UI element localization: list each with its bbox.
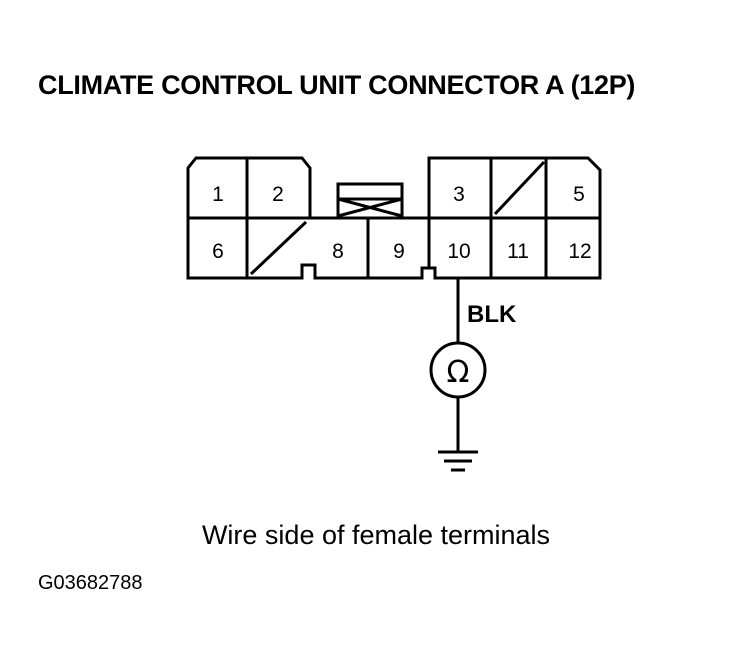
pin-6-label: 6 (212, 240, 224, 263)
pin-11-label: 11 (507, 240, 529, 263)
unused-terminal-7-slash (249, 220, 308, 276)
wire-color-label: BLK (467, 301, 517, 328)
connector-lock-tab (336, 182, 404, 220)
figure-id: G03682788 (38, 572, 143, 594)
pin-1-label: 1 (212, 183, 224, 206)
pin-5-label: 5 (573, 183, 585, 206)
pin-2-label: 2 (272, 183, 284, 206)
ohm-symbol: Ω (447, 355, 470, 390)
connector-outline (186, 156, 602, 280)
diagram-caption: Wire side of female terminals (201, 520, 551, 550)
unused-terminal-4-slash (493, 160, 546, 216)
diagram-title: CLIMATE CONTROL UNIT CONNECTOR A (12P) (38, 70, 636, 100)
ground-icon (438, 450, 478, 472)
pin-8-label: 8 (332, 240, 344, 263)
pin-12-label: 12 (568, 240, 591, 263)
pin-9-label: 9 (393, 240, 405, 263)
pin-3-label: 3 (453, 183, 465, 206)
pin-10-label: 10 (447, 240, 470, 263)
